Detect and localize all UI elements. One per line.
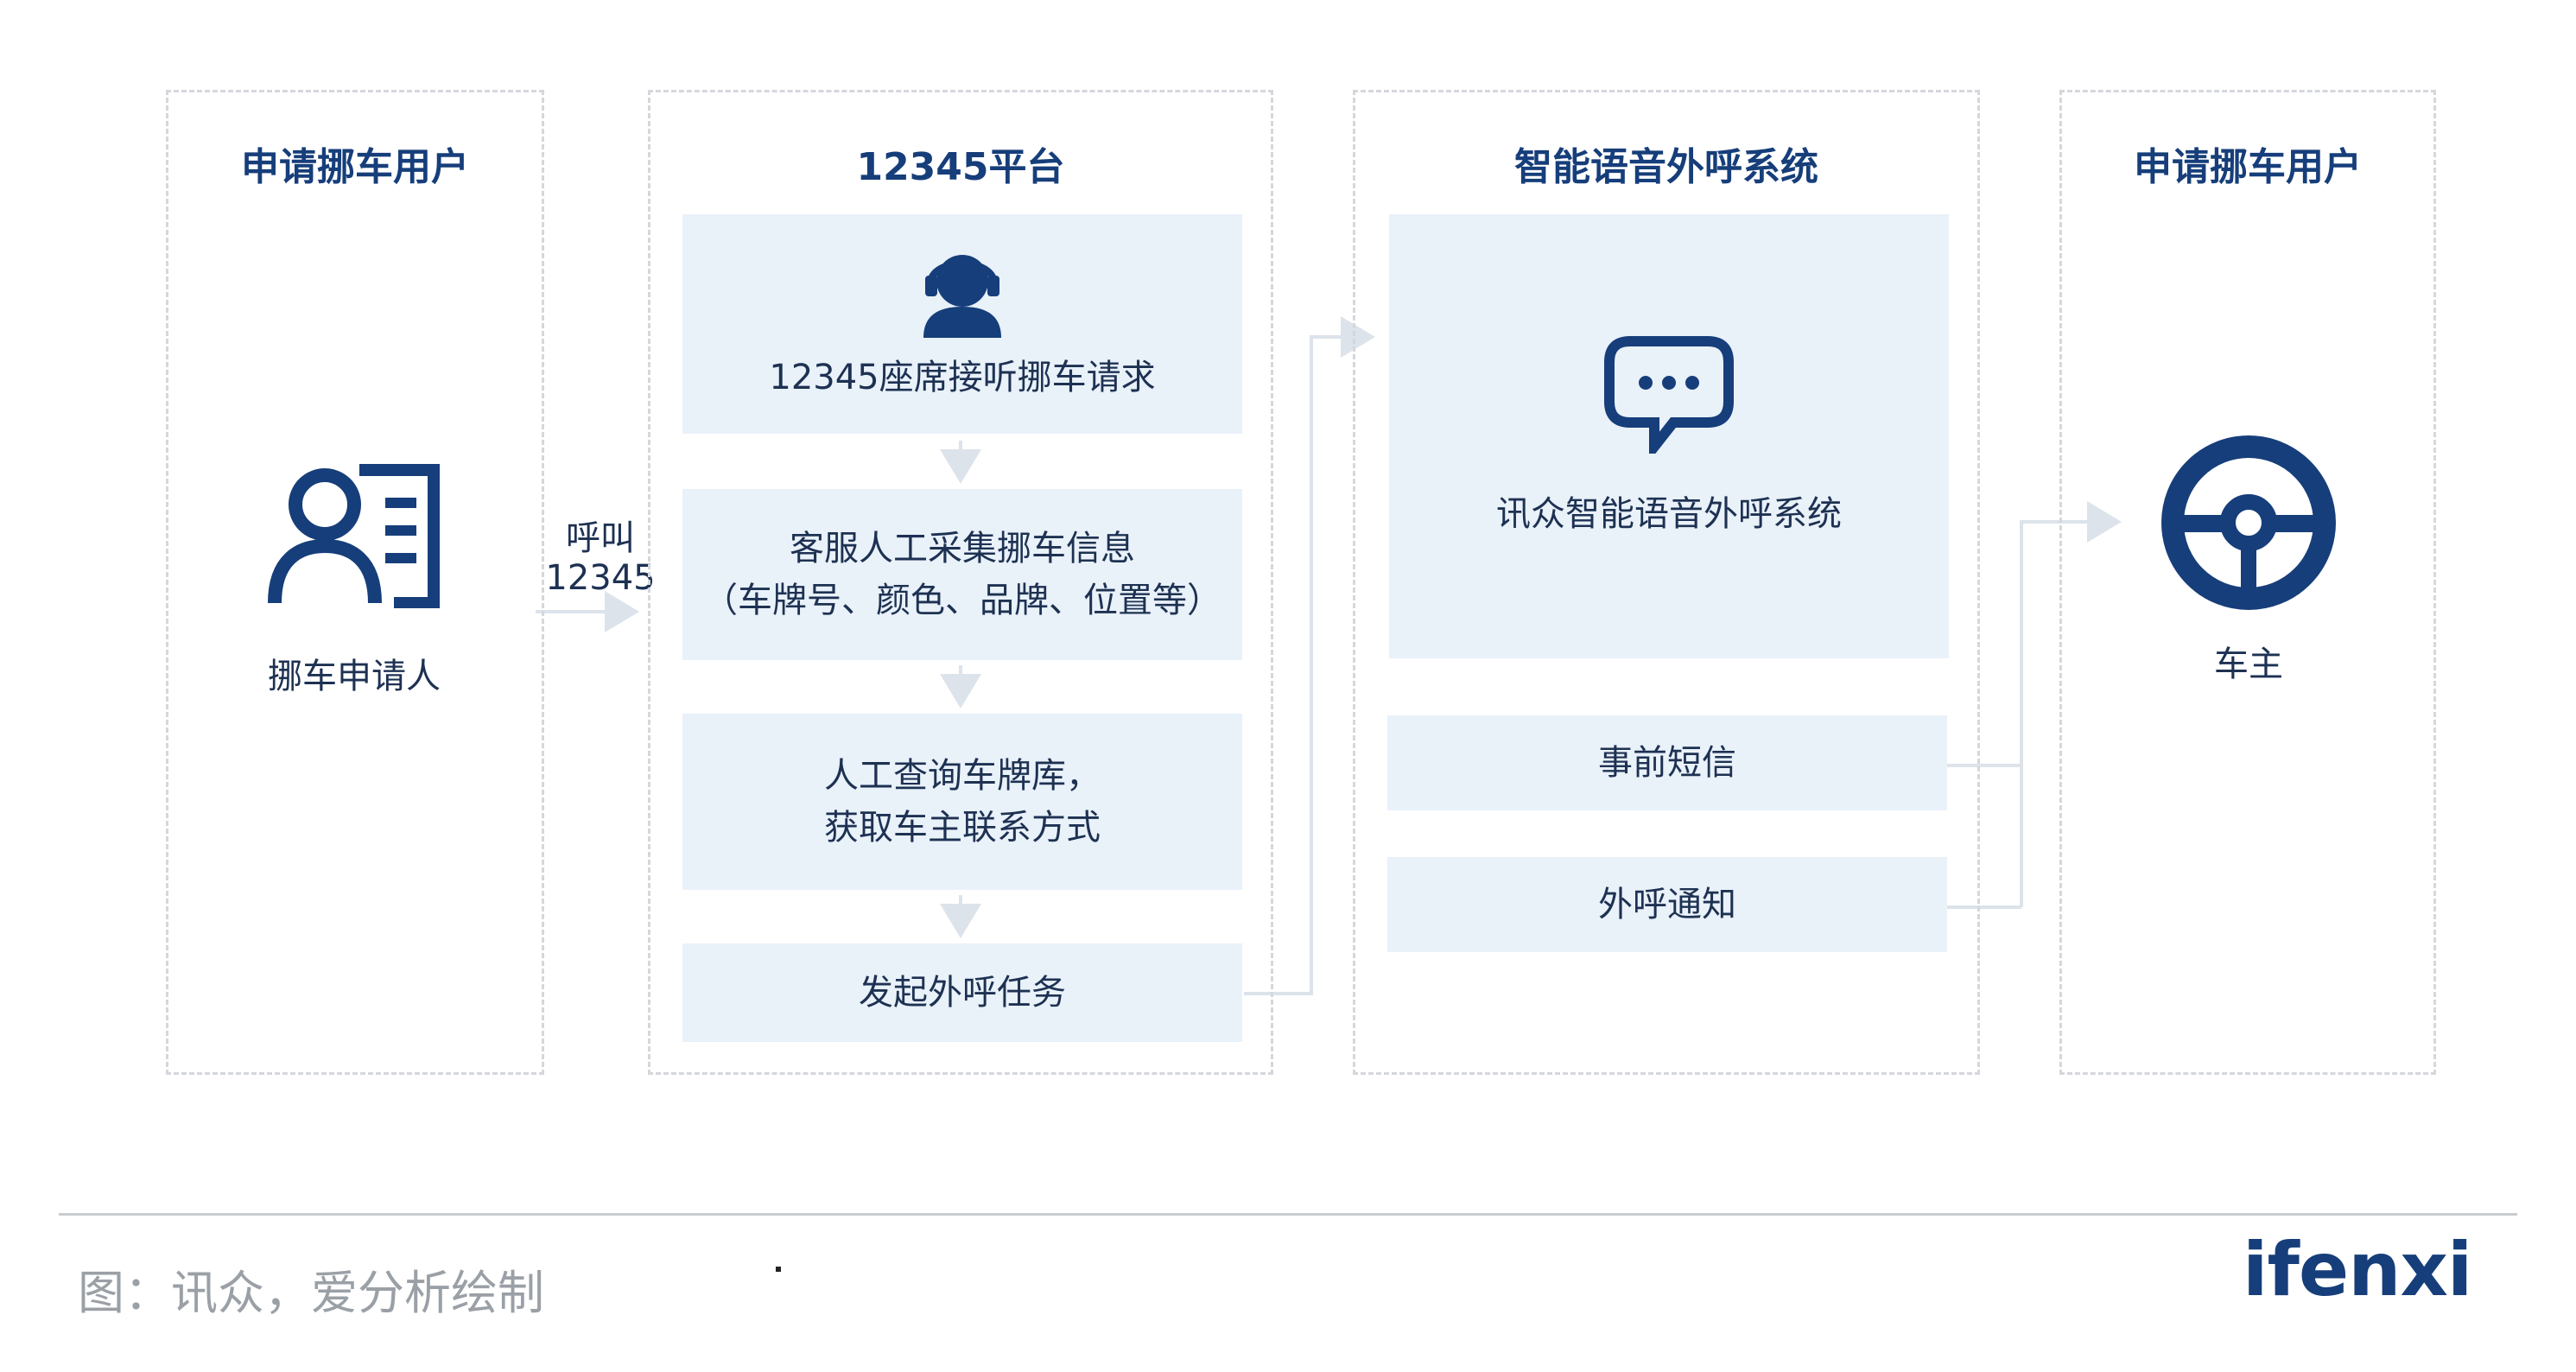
column-applicant: 申请挪车用户 — [166, 90, 544, 1075]
step-text: 客服人工采集挪车信息 — [790, 529, 1135, 568]
call-label-line2: 12345 — [545, 558, 656, 598]
arrow-sms-to-owner — [1947, 501, 2122, 767]
owner-label: 车主 — [2214, 645, 2283, 684]
voice-system-main: 讯众智能语音外呼系统 — [1389, 214, 1949, 658]
column-title: 申请挪车用户 — [2134, 145, 2362, 189]
steering-wheel-icon — [2161, 435, 2336, 610]
footer-divider — [59, 1213, 2517, 1216]
ifenxi-logo: ifenxi — [2243, 1227, 2472, 1313]
step-text-sub: （车牌号、颜色、品牌、位置等） — [703, 581, 1221, 620]
step-text: 12345座席接听挪车请求 — [769, 358, 1156, 397]
chat-bubble-icon — [1604, 336, 1734, 454]
agent-headset-icon — [923, 255, 1001, 338]
column-title: 智能语音外呼系统 — [1514, 145, 1818, 189]
sub-item-call: 外呼通知 — [1387, 857, 1947, 952]
column-voice-system: 智能语音外呼系统 — [1353, 90, 1980, 1075]
sub-item-label: 事前短信 — [1598, 743, 1736, 783]
sub-item-sms: 事前短信 — [1387, 715, 1947, 810]
applicant-label: 挪车申请人 — [268, 657, 441, 696]
column-title: 12345平台 — [856, 145, 1065, 189]
stray-dot — [776, 1267, 781, 1272]
step-text-sub: 获取车主联系方式 — [824, 808, 1101, 848]
voice-system-label: 讯众智能语音外呼系统 — [1496, 494, 1842, 534]
source-caption: 图：讯众，爱分析绘制 — [78, 1266, 544, 1320]
column-platform: 12345平台 — [648, 90, 1273, 1075]
step-query-plate: 人工查询车牌库， 获取车主联系方式 — [682, 714, 1242, 890]
step-start-call: 发起外呼任务 — [682, 943, 1242, 1042]
call-label-line1: 呼叫 — [566, 518, 635, 558]
column-owner: 申请挪车用户 — [2059, 90, 2436, 1075]
arrow-platform-to-voice — [1244, 316, 1375, 995]
applicant-card-icon — [268, 464, 440, 608]
column-title: 申请挪车用户 — [241, 145, 469, 189]
step-agent-answer: 12345座席接听挪车请求 — [682, 214, 1242, 434]
step-text: 发起外呼任务 — [859, 973, 1066, 1013]
step-text: 人工查询车牌库， — [824, 756, 1101, 796]
step-collect-info: 客服人工采集挪车信息 （车牌号、颜色、品牌、位置等） — [682, 489, 1242, 660]
sub-item-label: 外呼通知 — [1598, 885, 1736, 924]
